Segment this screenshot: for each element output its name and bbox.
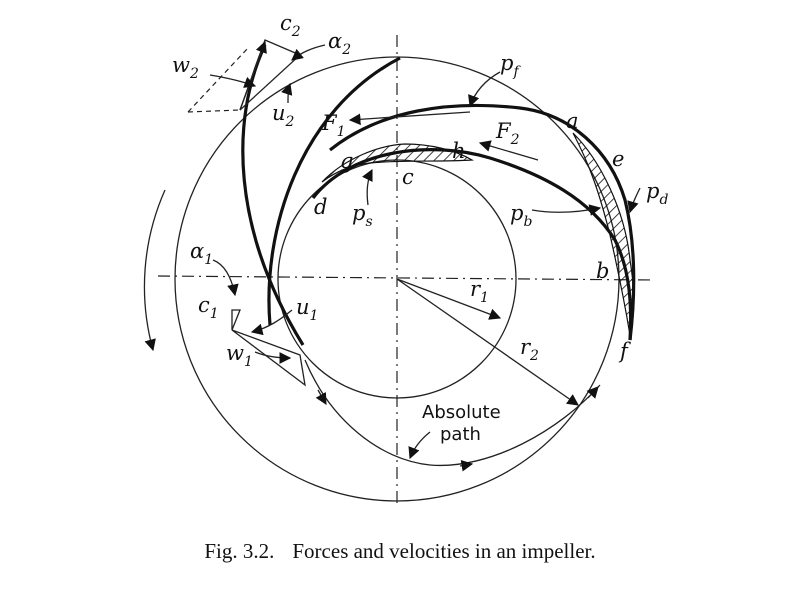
exit-dashed-base	[187, 109, 241, 113]
ps-leader	[362, 168, 373, 206]
label-r1: r1	[470, 277, 489, 306]
label-f: f	[618, 339, 631, 363]
exit-dashed-side	[187, 47, 249, 113]
label-alpha1: α1	[190, 239, 213, 268]
F1-arrow	[348, 111, 471, 126]
pb-leader	[531, 204, 602, 216]
label-c: c	[402, 165, 414, 189]
horizontal-centerline	[157, 275, 656, 281]
label-ps: ps	[352, 201, 373, 230]
absolute-path-curve	[304, 359, 601, 467]
label-path: path	[440, 424, 481, 445]
figure-caption: Fig. 3.2. Forces and velocities in an imp…	[204, 539, 595, 563]
alpha1-leader	[212, 259, 239, 297]
label-h: h	[452, 139, 466, 163]
label-r2: r2	[520, 335, 539, 364]
absolute-leader	[408, 431, 431, 460]
label-pb: pb	[510, 201, 532, 230]
label-c2: c2	[280, 11, 301, 40]
label-g: g	[340, 149, 353, 173]
F2-arrow	[478, 140, 539, 161]
label-w2: w2	[172, 53, 199, 82]
label-c1: c1	[198, 293, 219, 322]
label-pf: pf	[500, 51, 521, 80]
label-F1: F1	[321, 111, 346, 140]
u2-leader	[281, 82, 293, 104]
label-pd: pd	[646, 179, 668, 208]
label-b: b	[596, 259, 609, 283]
blade-left	[241, 44, 305, 346]
c2-vector	[239, 40, 267, 111]
caption-text: Forces and velocities in an impeller.	[292, 539, 595, 563]
label-F2: F2	[495, 119, 520, 148]
w2-leader	[209, 74, 257, 88]
rotation-arrow	[143, 189, 166, 352]
c1-small-triangle	[231, 309, 241, 331]
blade-pressure-side	[311, 148, 633, 341]
radius-r1	[396, 278, 502, 320]
label-e: e	[612, 147, 624, 171]
label-absolute: Absolute	[422, 402, 501, 423]
label-u1: u1	[296, 295, 318, 324]
label-w1: w1	[226, 341, 253, 370]
w1-leader	[254, 351, 292, 364]
alpha2-leader	[291, 44, 326, 61]
radius-r2	[396, 278, 579, 406]
blade-middle	[267, 56, 401, 326]
abs-arrow-1	[315, 389, 327, 406]
label-d: d	[314, 195, 327, 219]
caption-prefix: Fig. 3.2.	[204, 539, 274, 563]
label-a: a	[566, 109, 579, 133]
abs-arrow-3	[586, 386, 599, 399]
abs-arrow-2	[459, 459, 474, 472]
pd-leader	[627, 187, 641, 214]
blade-suction-side	[329, 103, 636, 341]
label-u2: u2	[272, 101, 295, 130]
pf-leader	[468, 71, 501, 108]
label-alpha2: α2	[328, 29, 351, 58]
inlet-velocity-triangle	[231, 329, 306, 387]
discharge-pressure-region	[572, 132, 635, 336]
u1-leader	[250, 309, 293, 336]
